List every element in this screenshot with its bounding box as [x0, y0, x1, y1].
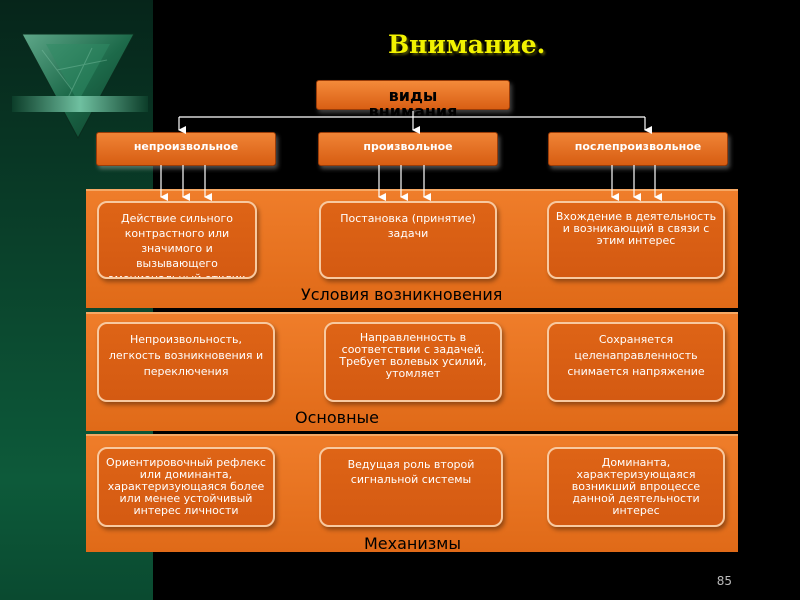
- type-box-involuntary: непроизвольное: [96, 132, 276, 166]
- attention-types-box: виды внимания: [316, 80, 510, 120]
- card-conditions-involuntary: Действие сильного контрастного или значи…: [97, 201, 257, 279]
- card-mechanisms-post-voluntary: Доминанта, характеризующаяся возникший в…: [547, 447, 725, 527]
- page-number: 85: [716, 574, 732, 588]
- slide-title: Внимание.: [388, 30, 546, 59]
- card-conditions-voluntary: Постановка (принятие) задачи: [319, 201, 497, 279]
- card-mechanisms-voluntary: Ведущая роль второй сигнальной системы: [319, 447, 503, 527]
- band-label-conditions: Условия возникновения: [301, 285, 503, 304]
- type-box-post-voluntary: послепроизвольное: [548, 132, 728, 166]
- type-box-voluntary: произвольное: [318, 132, 498, 166]
- card-conditions-post-voluntary: Вхождение в деятельность и возникающий в…: [547, 201, 725, 279]
- card-characteristics-post-voluntary: Сохраняется целенаправленность снимается…: [547, 322, 725, 402]
- card-characteristics-involuntary: Непроизвольность, легкость возникновения…: [97, 322, 275, 402]
- band-label-mechanisms: Механизмы: [364, 534, 461, 553]
- green-triangle-logo: [12, 33, 148, 140]
- card-mechanisms-involuntary: Ориентировочный рефлекс или доминанта, х…: [97, 447, 275, 527]
- band-characteristics: Непроизвольность, легкость возникновения…: [86, 312, 738, 446]
- band-conditions: Действие сильного контрастного или значи…: [86, 189, 738, 308]
- band-mechanisms: Ориентировочный рефлекс или доминанта, х…: [86, 434, 738, 553]
- card-characteristics-voluntary: Направленность в соответствии с задачей.…: [324, 322, 502, 402]
